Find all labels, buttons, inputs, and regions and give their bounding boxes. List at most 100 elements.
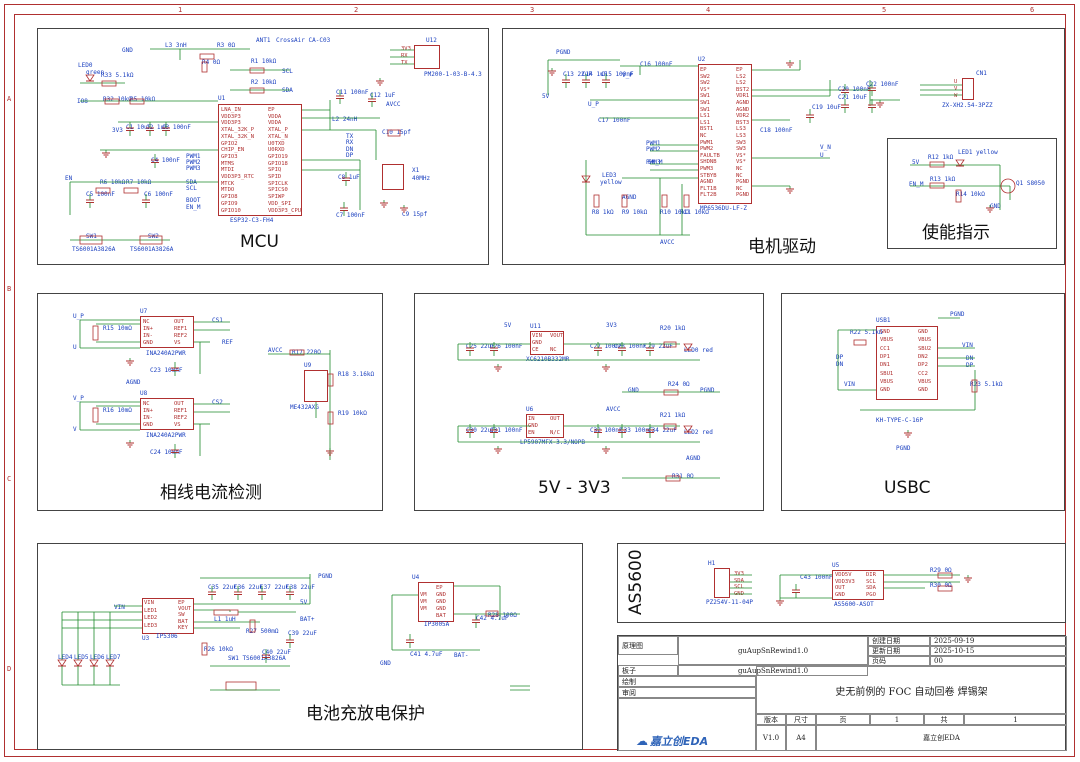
r13-resistor[interactable] — [929, 182, 945, 189]
u1-left-pin-3: XTAL_32K_P — [221, 127, 255, 134]
r1-resistor[interactable] — [249, 67, 265, 74]
u2-right-pin-8: BST3 — [736, 119, 750, 126]
motor-ref-9: C22 100nF — [866, 81, 899, 88]
u4-pin-6: GND — [436, 606, 446, 612]
cn1-ref: CN1 — [976, 70, 987, 77]
battery-net-1: 5V — [300, 599, 308, 606]
ruler-side-a: A — [7, 95, 12, 103]
usb1-typec-connector[interactable] — [876, 326, 938, 400]
regulator-ref-12: R21 1kΩ — [660, 412, 686, 419]
u3-left-pin-1: LED1 — [144, 607, 158, 614]
u2-left-pin-13: FAULTB — [700, 152, 720, 159]
u8-ina240-chip[interactable] — [140, 398, 194, 430]
u4-ref: U4 — [412, 574, 420, 581]
rm1[interactable] — [621, 194, 628, 208]
u2-motor-driver-chip[interactable] — [698, 64, 752, 204]
r12-resistor[interactable] — [929, 161, 945, 168]
r3-resistor[interactable] — [199, 53, 215, 60]
h1-part: PZ254V-11-04P — [706, 599, 753, 606]
r-led-0[interactable] — [663, 341, 677, 348]
rm2[interactable] — [661, 194, 668, 208]
r29-ref: R29 0Ω — [930, 567, 952, 574]
u1-esp32-chip[interactable] — [218, 104, 302, 216]
u2-right-pin-11: SW3 — [736, 139, 746, 146]
r14-ref: R14 10kΩ — [956, 191, 985, 198]
r27-res[interactable] — [249, 619, 256, 633]
u12-pin-rx: RX — [401, 53, 408, 59]
tb-page-value: 00 — [930, 656, 1067, 666]
usb-left-pin-2: CC1 — [880, 345, 890, 352]
u5-as5600-chip[interactable] — [832, 570, 884, 600]
r-led-1[interactable] — [663, 423, 677, 430]
rm0[interactable] — [593, 194, 600, 208]
r32-resistor[interactable] — [104, 98, 120, 105]
l1-inductor[interactable] — [213, 609, 239, 616]
usb1-part: KH-TYPE-C-16P — [876, 417, 923, 424]
sw1-switch[interactable] — [79, 235, 103, 245]
r30-res[interactable] — [937, 585, 953, 592]
regulator-ref-2: C27 100nF — [590, 343, 623, 350]
u7-ina240-chip[interactable] — [140, 316, 194, 348]
u9-reference-chip[interactable] — [304, 370, 328, 402]
led0-led — [85, 74, 95, 82]
r4-resistor[interactable] — [201, 61, 208, 73]
sw1-part: TS6001A3826A — [72, 246, 116, 253]
u11-ldo-chip[interactable] — [530, 331, 564, 355]
r28-res[interactable] — [485, 610, 499, 617]
battery-ref-11: R28 100Ω — [488, 612, 517, 619]
u5-right-pin-0: DIR — [866, 572, 876, 578]
x1-crystal[interactable] — [382, 164, 404, 190]
mcu-ref-1: R4 0Ω — [202, 59, 221, 66]
mcu-ref-9: C2 1uF — [146, 124, 168, 131]
current-net-7: AVCC — [268, 347, 283, 354]
motor-ref-11: R9 10kΩ — [622, 209, 648, 216]
r22-res[interactable] — [853, 339, 867, 346]
regulator-ref-5: R20 1kΩ — [660, 325, 686, 332]
q1-transistor[interactable] — [1000, 178, 1016, 194]
r23-res[interactable] — [971, 379, 978, 393]
r17-resistor[interactable] — [289, 349, 305, 356]
u4-ip3005a-chip[interactable] — [418, 582, 454, 622]
battery-led-1: LED5 — [74, 654, 89, 661]
r14-resistor[interactable] — [955, 189, 962, 203]
cn1-connector[interactable] — [962, 78, 974, 100]
r7-resistor[interactable] — [123, 187, 139, 194]
r23-ref: R23 5.1kΩ — [970, 381, 1003, 388]
r19-resistor[interactable] — [327, 411, 334, 425]
h1-header[interactable] — [714, 568, 730, 598]
regulator-net-2: AVCC — [606, 406, 621, 413]
u8-right-pin-3: VS — [174, 422, 181, 428]
u1-right-pin-11: SPICLK — [268, 180, 288, 187]
h1-pin-2: SCL — [734, 584, 744, 590]
u2-left-pin-18: FLT1B — [700, 185, 717, 192]
regulator-block — [414, 293, 764, 511]
r2-resistor[interactable] — [249, 87, 265, 94]
r26-res[interactable] — [201, 642, 208, 656]
motor-net-2: V_P — [622, 72, 633, 79]
motor-ref-13: R11 10kΩ — [680, 209, 709, 216]
battery-net-5: GND — [380, 660, 391, 667]
regulator-net-5: AGND — [686, 455, 701, 462]
u4-pin-2: VM — [420, 599, 427, 605]
r-shunt-1[interactable] — [92, 407, 99, 423]
u1-left-pin-1: VDD3P3 — [221, 113, 241, 120]
u2-part-number: MP6536DU-LF-Z — [700, 205, 747, 212]
regulator-ref-6: LED0 red — [684, 347, 713, 354]
r31-resistor[interactable] — [665, 475, 681, 482]
sw1-bat-switch[interactable] — [225, 681, 257, 691]
r24-resistor[interactable] — [663, 389, 679, 396]
r6-resistor[interactable] — [95, 187, 111, 194]
rm3[interactable] — [683, 194, 690, 208]
u3-ip5306-chip[interactable] — [142, 598, 194, 634]
r18-resistor[interactable] — [327, 373, 334, 387]
c10-cap[interactable] — [387, 129, 401, 137]
r-shunt-0[interactable] — [92, 325, 99, 341]
r5-resistor[interactable] — [129, 98, 145, 105]
u12-connector[interactable] — [414, 45, 440, 69]
r29-res[interactable] — [937, 572, 953, 579]
r33-resistor[interactable] — [101, 80, 117, 87]
regulator-block-title: 5V - 3V3 — [538, 478, 611, 498]
battery-led-0: LED4 — [58, 654, 73, 661]
sw2-switch[interactable] — [139, 235, 163, 245]
motor-ref-5: C18 100nF — [760, 127, 793, 134]
